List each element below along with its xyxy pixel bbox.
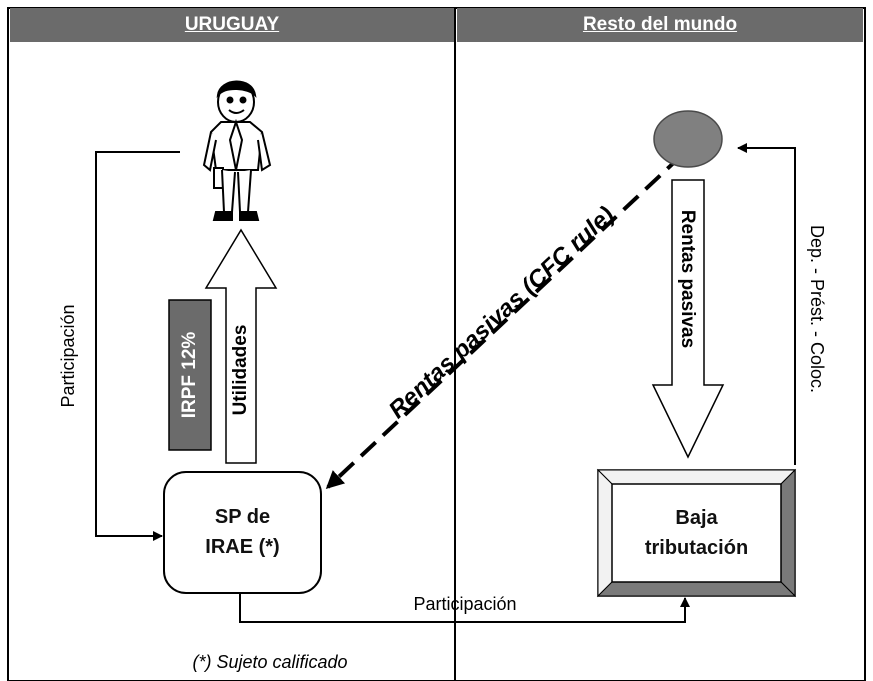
utilidades-arrow <box>204 228 278 464</box>
footnote: (*) Sujeto calificado <box>192 652 348 672</box>
irpf-label: IRPF 12% <box>179 331 200 419</box>
sp-irae-box <box>163 471 322 594</box>
header-uruguay: URUGUAY <box>10 8 454 42</box>
dep-prest-coloc-label: Dep. - Prést. - Coloc. <box>807 224 827 394</box>
person-icon <box>202 80 272 221</box>
utilidades-label: Utilidades <box>230 324 251 416</box>
rentas-pasivas-label: Rentas pasivas <box>677 209 698 349</box>
sp-line1: SP de <box>214 506 271 528</box>
sp-line2: IRAE (*) <box>205 536 280 558</box>
baja-line1: Baja <box>675 507 718 529</box>
participacion-left-arrow <box>95 151 180 541</box>
baja-tributacion-box <box>596 468 797 598</box>
irpf-box <box>168 299 212 451</box>
participacion-left-label: Participación <box>58 304 78 408</box>
header-resto-del-mundo: Resto del mundo <box>457 8 863 42</box>
sp-irae-text: SP de IRAE (*) <box>164 502 321 562</box>
cfc-dashed-arrow <box>325 153 684 490</box>
header-uruguay-label: URUGUAY <box>184 14 280 35</box>
header-resto-label: Resto del mundo <box>582 14 738 35</box>
participacion-bottom-label: Participación <box>413 594 517 614</box>
rentas-pasivas-arrow <box>651 179 725 459</box>
dep-prest-coloc-arrow <box>737 143 796 465</box>
participacion-bottom-arrow <box>239 593 690 623</box>
baja-line2: tributación <box>644 537 749 559</box>
entity-circle-icon <box>653 110 723 168</box>
baja-tributacion-text: Baja tributación <box>612 503 781 563</box>
